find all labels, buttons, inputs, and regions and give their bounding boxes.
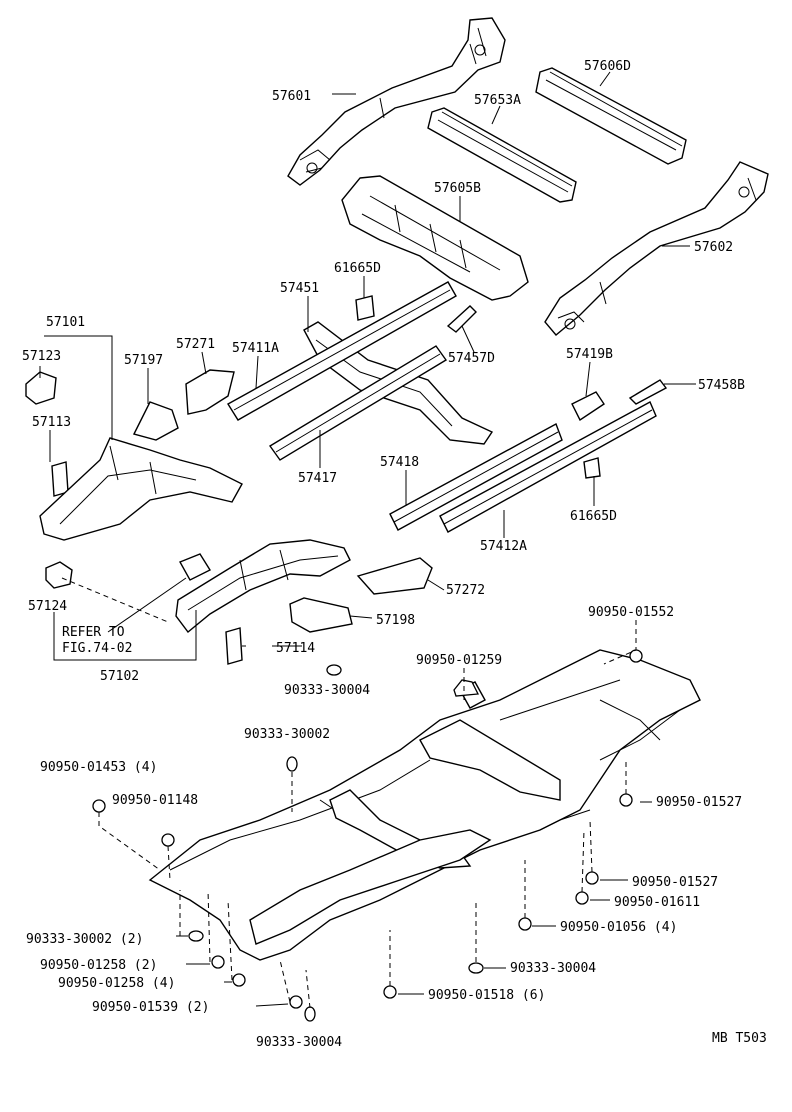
part-57101 — [39, 437, 243, 541]
part-57102 — [175, 539, 351, 634]
label-57606D: 57606D — [584, 59, 631, 74]
label-57114: 57114 — [276, 641, 315, 656]
part-57418 — [389, 423, 563, 531]
part-57606D — [535, 67, 687, 165]
label-90333-30004-a: 90333-30004 — [284, 683, 370, 698]
label-90950-01453: 90950-01453 (4) — [40, 760, 157, 775]
label-57451: 57451 — [280, 281, 319, 296]
part-57458B — [628, 379, 668, 405]
label-fig-74-02: FIG.74-02 — [62, 641, 132, 656]
label-90333-30002-a: 90333-30002 — [244, 727, 330, 742]
label-57457D: 57457D — [448, 351, 495, 366]
part-57271 — [185, 369, 235, 415]
label-61665D-a: 61665D — [334, 261, 381, 276]
part-57123 — [25, 371, 57, 405]
bolt-90950-01539 — [289, 995, 303, 1009]
label-90950-01056: 90950-01056 (4) — [560, 920, 677, 935]
label-90950-01539: 90950-01539 (2) — [92, 1000, 209, 1015]
label-57124: 57124 — [28, 599, 67, 614]
label-57272: 57272 — [446, 583, 485, 598]
solid-fastener-leaders — [176, 801, 652, 1007]
part-57653A — [427, 107, 577, 203]
label-57411A: 57411A — [232, 341, 279, 356]
bolt-90950-01527-a — [619, 793, 633, 807]
part-57457D — [446, 305, 477, 333]
label-61665D-b: 61665D — [570, 509, 617, 524]
bolt-90950-01518 — [383, 985, 397, 999]
bolt-90950-01056 — [518, 917, 532, 931]
label-90950-01259: 90950-01259 — [416, 653, 502, 668]
plug-90333-30002-a — [286, 756, 298, 772]
bolt-90950-01552 — [629, 649, 643, 663]
label-57605B: 57605B — [434, 181, 481, 196]
part-57417 — [268, 345, 448, 461]
label-90333-30002-b: 90333-30002 (2) — [26, 932, 143, 947]
part-57605B — [341, 175, 529, 301]
plug-90333-30004-a — [326, 664, 342, 676]
bolt-90950-01148 — [161, 833, 175, 847]
part-57411A — [227, 281, 457, 421]
part-57272 — [356, 557, 433, 595]
part-57124 — [45, 561, 73, 589]
label-90950-01611: 90950-01611 — [614, 895, 700, 910]
part-57198 — [289, 597, 353, 633]
label-57197: 57197 — [124, 353, 163, 368]
label-57198: 57198 — [376, 613, 415, 628]
label-90950-01258-b: 90950-01258 (4) — [58, 976, 175, 991]
part-57113 — [51, 461, 69, 497]
bolt-90950-01453 — [92, 799, 106, 813]
label-90950-01527-b: 90950-01527 — [632, 875, 718, 890]
label-90950-01258-a: 90950-01258 (2) — [40, 958, 157, 973]
label-57123: 57123 — [22, 349, 61, 364]
label-57419B: 57419B — [566, 347, 613, 362]
frame-assembly — [148, 649, 701, 961]
label-57417: 57417 — [298, 471, 337, 486]
label-90950-01148: 90950-01148 — [112, 793, 198, 808]
label-90333-30004-b: 90333-30004 — [510, 961, 596, 976]
plug-90333-30004-c — [304, 1006, 316, 1022]
label-57102: 57102 — [100, 669, 139, 684]
label-57653A: 57653A — [474, 93, 521, 108]
part-57419B — [571, 391, 605, 422]
label-57113: 57113 — [32, 415, 71, 430]
bolt-90950-01611 — [575, 891, 589, 905]
part-57601 — [287, 17, 506, 186]
part-61665D-a — [355, 295, 375, 321]
plug-90333-30002-b — [188, 930, 204, 942]
label-90950-01552: 90950-01552 — [588, 605, 674, 620]
label-57458B: 57458B — [698, 378, 745, 393]
label-57101: 57101 — [46, 315, 85, 330]
mount-90950-01259 — [453, 679, 480, 697]
label-57418: 57418 — [380, 455, 419, 470]
leader-lines — [39, 71, 696, 661]
bolt-90950-01258-a — [211, 955, 225, 969]
diagram-code: MB T503 — [712, 1031, 767, 1046]
label-57601: 57601 — [272, 89, 311, 104]
part-57602 — [544, 161, 769, 336]
label-refer-to: REFER TO — [62, 625, 125, 640]
part-61665D-b — [583, 457, 601, 479]
label-90950-01527-a: 90950-01527 — [656, 795, 742, 810]
bolt-90950-01258-b — [232, 973, 246, 987]
part-57197 — [132, 401, 179, 441]
part-57114 — [225, 627, 243, 665]
plug-90333-30004-b — [468, 962, 484, 974]
label-57602: 57602 — [694, 240, 733, 255]
dashed-leaders — [61, 577, 637, 1009]
label-90333-30004-c: 90333-30004 — [256, 1035, 342, 1050]
bolt-90950-01527-b — [585, 871, 599, 885]
label-57412A: 57412A — [480, 539, 527, 554]
label-90950-01518: 90950-01518 (6) — [428, 988, 545, 1003]
part-57412A — [439, 401, 657, 533]
label-57271: 57271 — [176, 337, 215, 352]
